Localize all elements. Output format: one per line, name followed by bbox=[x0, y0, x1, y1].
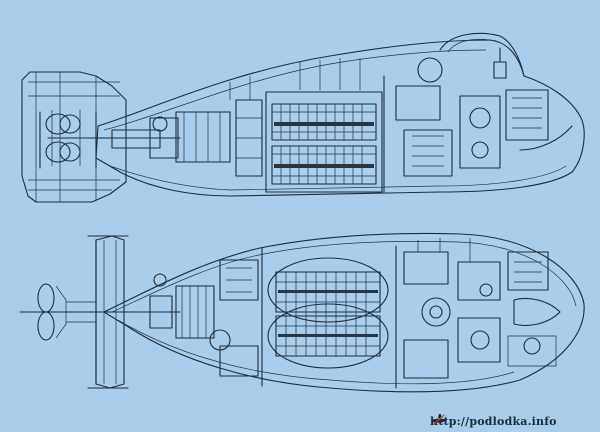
submarine-icon bbox=[431, 414, 447, 425]
top-propeller bbox=[19, 283, 111, 341]
side-motor bbox=[95, 99, 263, 177]
side-view bbox=[21, 32, 585, 203]
top-battery-compartment bbox=[261, 245, 397, 389]
side-conning-tower bbox=[439, 32, 525, 79]
top-view bbox=[19, 232, 585, 393]
side-hull bbox=[95, 39, 585, 197]
top-hull bbox=[103, 232, 585, 393]
watermark-text: http://podlodka.info bbox=[430, 414, 557, 428]
watermark: http://podlodka.info bbox=[430, 412, 557, 430]
top-control-compartment bbox=[403, 238, 561, 379]
top-motor bbox=[109, 259, 259, 377]
side-tail-fin bbox=[21, 71, 127, 203]
side-battery-compartment bbox=[265, 91, 383, 193]
side-control-compartment bbox=[229, 57, 573, 193]
